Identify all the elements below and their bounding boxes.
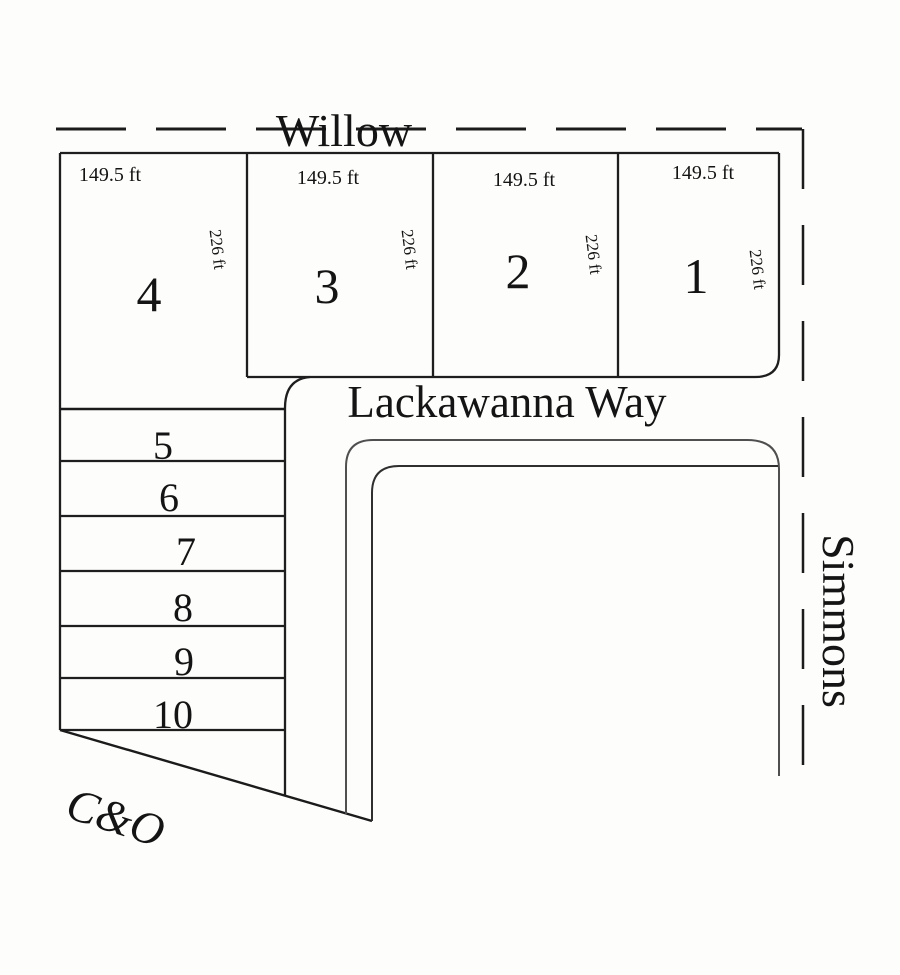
- lot-2-number: 2: [506, 243, 531, 299]
- lot-4-depth-label: 226 ft: [206, 228, 230, 270]
- lot-3-depth-label: 226 ft: [398, 228, 422, 270]
- lot-1-number: 1: [684, 248, 709, 304]
- lot-2-frontage-label: 149.5 ft: [493, 169, 556, 191]
- lot-9-number: 9: [174, 639, 194, 684]
- side-lots-east-boundary: [283, 375, 311, 795]
- lot1-east-and-south-boundary: [247, 153, 781, 379]
- street-label-simmons: Simmons: [813, 534, 864, 708]
- lackawanna-way-south-edge: [345, 439, 780, 814]
- lot-10-number: 10: [153, 692, 193, 737]
- street-label-lackawanna-way: Lackawanna Way: [347, 377, 667, 427]
- lot-5-number: 5: [153, 423, 173, 468]
- lot-3-frontage-label: 149.5 ft: [297, 167, 360, 189]
- lot-4-number: 4: [137, 266, 162, 322]
- railroad-diagonal-line: [59, 728, 373, 823]
- lot-2-depth-label: 226 ft: [582, 233, 606, 275]
- lot-6-number: 6: [159, 475, 179, 520]
- lot-1-frontage-label: 149.5 ft: [672, 162, 735, 184]
- lot-1-depth-label: 226 ft: [746, 248, 770, 290]
- lot-8-number: 8: [173, 585, 193, 630]
- lot-4-frontage-label: 149.5 ft: [79, 164, 142, 186]
- lot-7-number: 7: [176, 529, 196, 574]
- lot-3-number: 3: [315, 258, 340, 314]
- inner-parcel-boundary: [371, 465, 778, 821]
- railroad-label-co: C&O: [61, 778, 172, 857]
- street-label-willow: Willow: [276, 105, 413, 156]
